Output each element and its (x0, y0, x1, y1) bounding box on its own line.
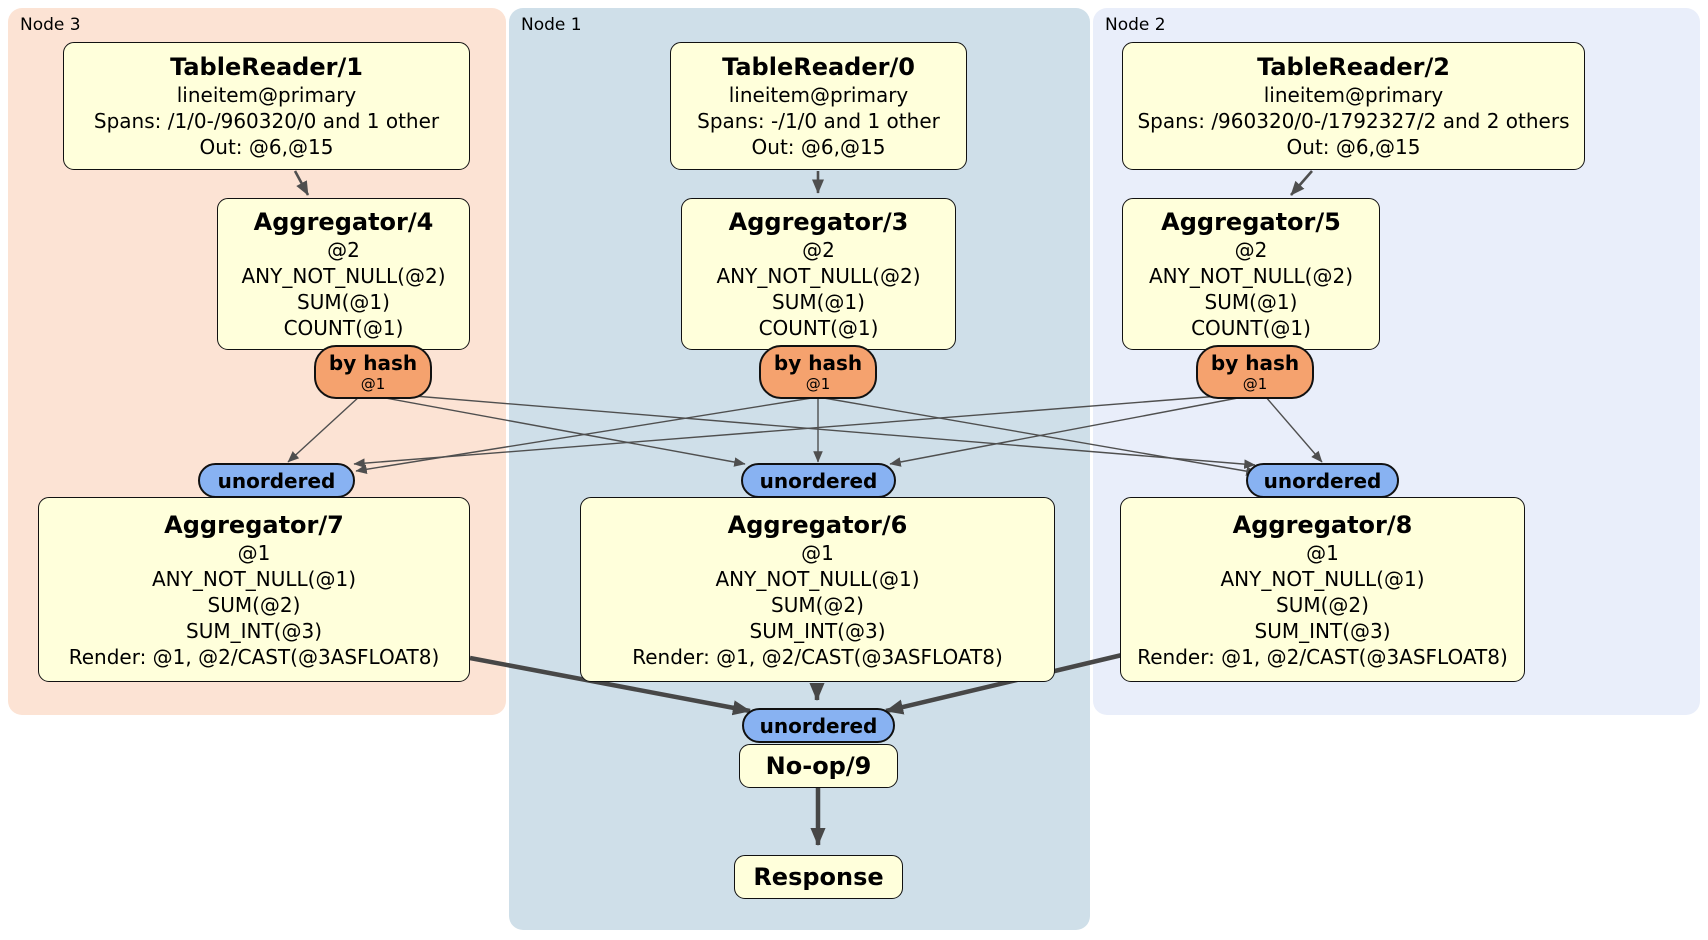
box-line: @2 (327, 238, 360, 262)
box-line: @1 (1306, 540, 1339, 565)
box-line: SUM(@1) (297, 290, 390, 314)
box-line: ANY_NOT_NULL(@1) (715, 566, 920, 591)
box-line: ANY_NOT_NULL(@1) (152, 566, 356, 591)
box-tablereader-1: TableReader/1 lineitem@primary Spans: /1… (63, 42, 470, 170)
box-tablereader-2: TableReader/2 lineitem@primary Spans: /9… (1122, 42, 1585, 170)
box-line: @1 (801, 540, 834, 565)
box-line: SUM(@1) (1204, 290, 1298, 314)
box-line: COUNT(@1) (758, 316, 879, 340)
router-by-hash-node2: by hash @1 (1196, 345, 1314, 399)
box-line: Render: @1, @2/CAST(@3ASFLOAT8) (632, 644, 1003, 669)
region-node-3-label: Node 3 (20, 15, 81, 35)
box-line: Out: @6,@15 (199, 135, 334, 159)
box-noop-9: No-op/9 (739, 744, 898, 788)
box-title: Aggregator/7 (164, 510, 344, 539)
box-aggregator-8: Aggregator/8 @1 ANY_NOT_NULL(@1) SUM(@2)… (1120, 497, 1525, 682)
box-line: ANY_NOT_NULL(@2) (716, 264, 921, 288)
box-tablereader-0: TableReader/0 lineitem@primary Spans: -/… (670, 42, 967, 170)
router-label: by hash (328, 351, 418, 375)
box-line: @2 (802, 238, 835, 262)
box-line: Out: @6,@15 (1286, 135, 1421, 159)
box-line: ANY_NOT_NULL(@2) (241, 264, 446, 288)
box-line: SUM(@2) (1276, 592, 1369, 617)
box-line: Out: @6,@15 (751, 135, 886, 159)
sync-unordered-node2: unordered (1246, 463, 1399, 498)
box-line: lineitem@primary (728, 83, 909, 107)
router-detail: @1 (1242, 375, 1268, 393)
box-line: lineitem@primary (176, 83, 357, 107)
box-line: SUM_INT(@3) (1254, 618, 1391, 643)
box-title: Aggregator/5 (1161, 208, 1341, 236)
box-title: TableReader/2 (1257, 53, 1450, 81)
router-by-hash-node1: by hash @1 (759, 345, 877, 399)
box-line: @2 (1234, 238, 1268, 262)
box-aggregator-5: Aggregator/5 @2 ANY_NOT_NULL(@2) SUM(@1)… (1122, 198, 1380, 350)
router-label: by hash (1210, 351, 1300, 375)
box-line: SUM_INT(@3) (749, 618, 886, 643)
box-line: ANY_NOT_NULL(@2) (1149, 264, 1353, 288)
box-line: SUM(@1) (772, 290, 865, 314)
box-aggregator-3: Aggregator/3 @2 ANY_NOT_NULL(@2) SUM(@1)… (681, 198, 956, 350)
box-line: SUM(@2) (207, 592, 301, 617)
box-aggregator-4: Aggregator/4 @2 ANY_NOT_NULL(@2) SUM(@1)… (217, 198, 470, 350)
box-title: Aggregator/6 (727, 510, 908, 539)
box-title: TableReader/1 (170, 53, 363, 81)
router-detail: @1 (360, 375, 386, 393)
region-node-1-label: Node 1 (521, 15, 582, 35)
box-line: lineitem@primary (1263, 83, 1444, 107)
router-by-hash-node3: by hash @1 (314, 345, 432, 399)
box-title: No-op/9 (765, 752, 872, 780)
box-line: COUNT(@1) (1191, 316, 1311, 340)
box-line: SUM_INT(@3) (186, 618, 322, 643)
box-title: Aggregator/8 (1232, 510, 1413, 539)
sync-unordered-node3: unordered (198, 463, 355, 498)
box-response: Response (734, 855, 903, 899)
box-aggregator-6: Aggregator/6 @1 ANY_NOT_NULL(@1) SUM(@2)… (580, 497, 1055, 682)
box-line: COUNT(@1) (283, 316, 404, 340)
box-line: Render: @1, @2/CAST(@3ASFLOAT8) (68, 644, 440, 669)
box-title: TableReader/0 (722, 53, 915, 81)
box-line: ANY_NOT_NULL(@1) (1220, 566, 1425, 591)
router-label: by hash (773, 351, 863, 375)
box-line: Render: @1, @2/CAST(@3ASFLOAT8) (1137, 644, 1508, 669)
sync-unordered-node1: unordered (741, 463, 896, 498)
box-line: Spans: -/1/0 and 1 other (697, 109, 940, 133)
sync-unordered-final: unordered (742, 708, 895, 743)
box-aggregator-7: Aggregator/7 @1 ANY_NOT_NULL(@1) SUM(@2)… (38, 497, 470, 682)
box-line: SUM(@2) (771, 592, 864, 617)
router-detail: @1 (805, 375, 831, 393)
box-line: @1 (237, 540, 271, 565)
box-line: Spans: /1/0-/960320/0 and 1 other (93, 109, 440, 133)
box-title: Aggregator/4 (253, 208, 434, 236)
box-line: Spans: /960320/0-/1792327/2 and 2 others (1137, 109, 1570, 133)
box-title: Aggregator/3 (728, 208, 909, 236)
region-node-2-label: Node 2 (1105, 15, 1166, 35)
box-title: Response (753, 863, 884, 891)
